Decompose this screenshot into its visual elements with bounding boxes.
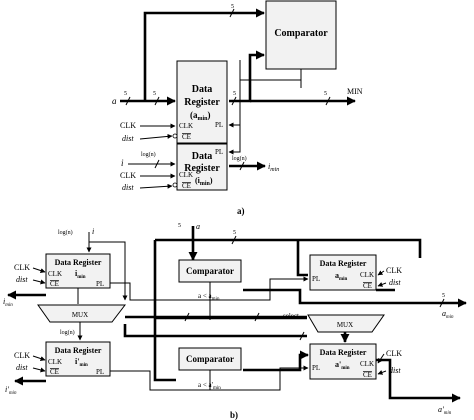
register-imin-sub: (imin) [195,176,213,187]
svg-text:CLK: CLK [360,360,374,368]
register-imin-pl: PL [215,148,223,156]
b-imin-prime-output-label: i'min [5,385,17,396]
input-a-label: a [112,96,117,106]
b-amin-prime-output-label: a'min [438,405,452,416]
svg-text:5: 5 [233,91,236,97]
svg-text:dist: dist [389,278,401,287]
register-amin-box [176,60,228,144]
b-select-wire [123,316,307,338]
b-amin-output-label: amin [442,309,454,320]
svg-text:5: 5 [178,223,181,229]
svg-text:dist: dist [389,366,401,375]
b-mux-left-label: MUX [72,311,88,319]
svg-text:5: 5 [124,91,127,97]
b-register-imin-prime-title: Data Register [55,346,102,355]
svg-text:log(n): log(n) [60,329,75,336]
register-imin-clk: CLK [179,171,193,179]
b-cmp2-condition: a < a'min [198,381,221,391]
svg-text:5: 5 [153,91,156,97]
b-register-amin-box [309,254,377,291]
a-to-comparator-bus [143,8,265,101]
svg-text:CE: CE [50,368,59,376]
b-comparator1-label: Comparator [186,266,234,276]
svg-text:PL: PL [96,280,104,288]
b-register-amin-title: Data Register [320,259,367,268]
register-imin-box [176,143,228,191]
b-comparator2-label: Comparator [186,354,234,364]
comparator-a-label: Comparator [274,28,328,39]
svg-text:CLK: CLK [386,266,402,275]
svg-text:5: 5 [231,4,234,10]
svg-text:log(n): log(n) [58,229,73,236]
register-imin-title2: Register [184,163,220,174]
b-amin-prime-bus [376,358,461,403]
svg-text:CLK: CLK [14,351,30,360]
register-imin-ce: CE [182,182,191,190]
caption-a: a) [237,206,245,216]
input-dist2-label: dist [122,183,134,192]
register-amin-title1: Data [192,84,213,95]
svg-text:CLK: CLK [48,358,62,366]
b-register-imin-prime-sub: i'min [75,357,88,368]
b-register-amin-prime-sub: a'min [335,360,350,371]
b-input-a-label: a [196,222,200,231]
register-amin-ce-bubble [172,133,178,139]
register-amin-clk: CLK [179,122,193,130]
svg-text:CE: CE [363,282,372,290]
svg-text:dist: dist [16,275,28,284]
register-imin-ce-bubble [172,182,178,188]
svg-text:PL: PL [96,368,104,376]
svg-text:log(n): log(n) [141,151,156,158]
register-imin-title1: Data [192,151,213,162]
b-mux-left [37,304,127,323]
part-a: Comparator Data Register (amin) CLK CE P… [112,0,363,216]
svg-text:PL: PL [312,364,320,372]
b-mux-right-label: MUX [337,321,353,329]
svg-text:log(n): log(n) [232,155,247,162]
register-amin-title2: Register [184,97,220,108]
b-imin-output-label: imin [3,297,13,308]
svg-text:CLK: CLK [48,270,62,278]
svg-text:CLK: CLK [386,349,402,358]
svg-text:CLK: CLK [14,263,30,272]
b-input-i-label: i [92,227,94,236]
output-min-label: MIN [347,87,363,96]
register-amin-ce: CE [182,133,191,141]
input-clk2-label: CLK [120,171,136,180]
svg-text:5: 5 [233,230,236,236]
input-i-label: i [121,158,124,168]
input-dist1-label: dist [122,134,134,143]
b-register-amin-prime-title: Data Register [320,348,367,357]
input-clk1-label: CLK [120,121,136,130]
comparator-a-box [265,0,337,70]
b-register-amin-sub: amin [335,271,348,282]
svg-text:CLK: CLK [360,271,374,279]
comparator-to-pl-wire [229,60,302,126]
register-amin-pl: PL [215,121,223,129]
part-b: a 5 5 Comparator a < amin Comparator a <… [3,222,466,420]
b-register-imin-sub: imin [75,269,86,280]
register-amin-sub: (amin) [190,110,211,122]
svg-text:CE: CE [50,280,59,288]
b-register-imin-title: Data Register [55,258,102,267]
svg-text:5: 5 [324,91,327,97]
svg-text:dist: dist [16,363,28,372]
svg-text:PL: PL [312,275,320,283]
output-imin-label: imin [268,162,279,173]
b-mux-right [307,314,385,333]
b-a-bus [155,226,422,258]
svg-text:5: 5 [442,293,445,299]
svg-text:CE: CE [363,371,372,379]
caption-b: b) [230,410,238,420]
b-register-imin-prime-box [45,341,111,377]
b-register-amin-prime-box [309,343,377,380]
